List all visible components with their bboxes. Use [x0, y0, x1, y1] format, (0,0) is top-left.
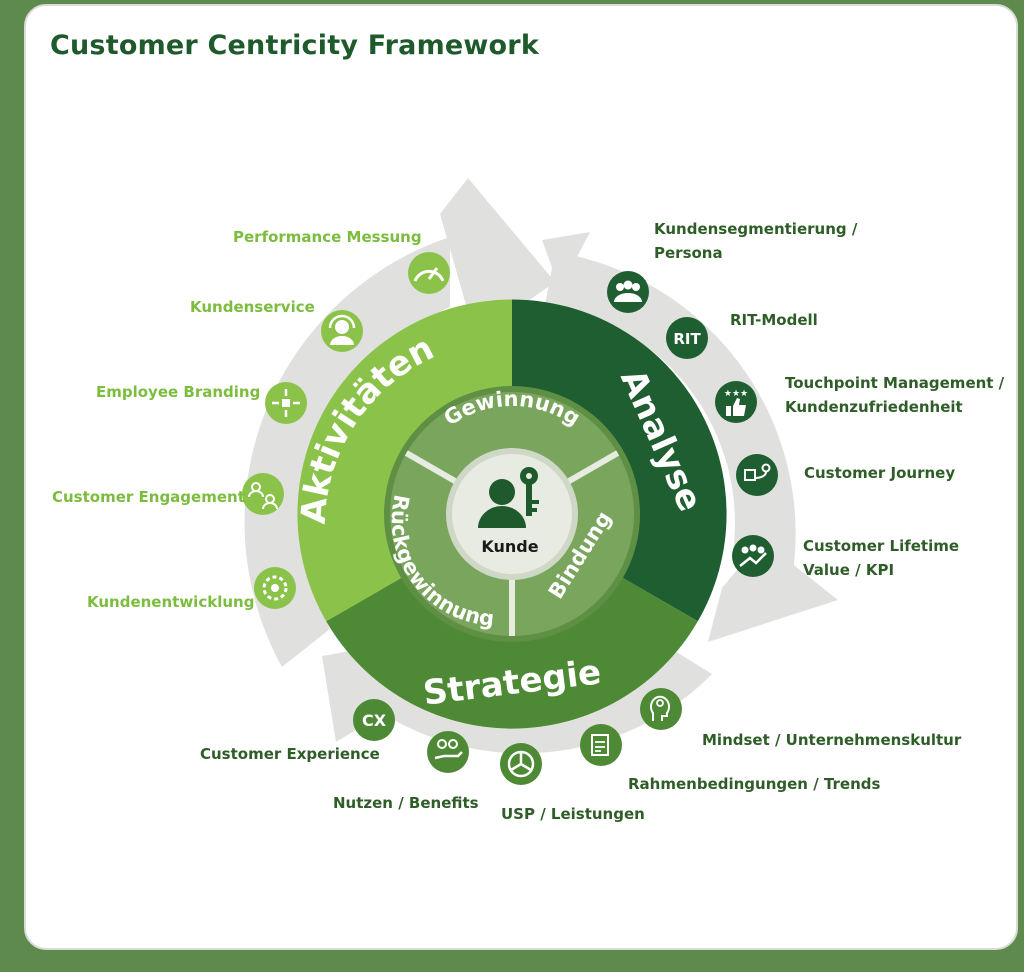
- cx-icon: CX: [353, 699, 395, 741]
- arrow-head-right: [542, 232, 838, 642]
- head-gears-icon: [640, 688, 682, 730]
- label-kundenentwicklung: Kundenentwicklung: [87, 593, 254, 611]
- group-icon: [607, 271, 649, 313]
- page-title: Customer Centricity Framework: [50, 30, 539, 61]
- gear-people-icon: [254, 567, 296, 609]
- label-mindset-unternehmenskultur: Mindset / Unternehmenskultur: [702, 731, 962, 749]
- label-rit-modell: RIT-Modell: [730, 311, 818, 329]
- customer-icon: [478, 479, 526, 528]
- svg-text:★★★: ★★★: [724, 389, 748, 399]
- hand-coins-icon: [427, 731, 469, 773]
- arrow-top-left: [244, 237, 450, 667]
- label-customer-experience: Customer Experience: [200, 745, 380, 763]
- arrow-head-bottom: [322, 650, 392, 742]
- analyse-icons: RIT ★★★: [607, 271, 778, 577]
- aktivitaeten-icons: [242, 252, 450, 609]
- arrow-bottom: [328, 648, 712, 754]
- arrows-inward-icon: [265, 382, 307, 424]
- thumbs-up-stars-icon: ★★★: [715, 381, 757, 423]
- headset-icon: [321, 310, 363, 352]
- label-kundenservice: Kundenservice: [190, 298, 315, 316]
- rit-icon: RIT: [666, 317, 708, 359]
- strategie-icons: CX: [353, 688, 682, 785]
- label-usp-leistungen: USP / Leistungen: [501, 805, 645, 823]
- label-customer-engagement: Customer Engagement: [52, 488, 245, 506]
- label-rahmenbedingungen-trends: Rahmenbedingungen / Trends: [628, 775, 880, 793]
- label-touchpoint-management: Touchpoint Management /Kundenzufriedenhe…: [785, 374, 1005, 416]
- pie-chart-icon: [500, 743, 542, 785]
- speedometer-icon: [408, 252, 450, 294]
- growth-icon: [732, 535, 774, 577]
- users-exchange-icon: [242, 473, 284, 515]
- center-label: Kunde: [481, 537, 538, 556]
- svg-text:CX: CX: [362, 711, 387, 730]
- label-nutzen-benefits: Nutzen / Benefits: [333, 794, 479, 812]
- clipboard-icon: [580, 724, 622, 766]
- journey-map-icon: [736, 454, 778, 496]
- label-employee-branding: Employee Branding: [96, 383, 260, 401]
- label-kundensegmentierung: Kundensegmentierung /Persona: [654, 220, 858, 262]
- svg-text:RIT: RIT: [673, 330, 701, 348]
- label-customer-journey: Customer Journey: [804, 464, 955, 482]
- label-performance-messung: Performance Messung: [233, 228, 422, 246]
